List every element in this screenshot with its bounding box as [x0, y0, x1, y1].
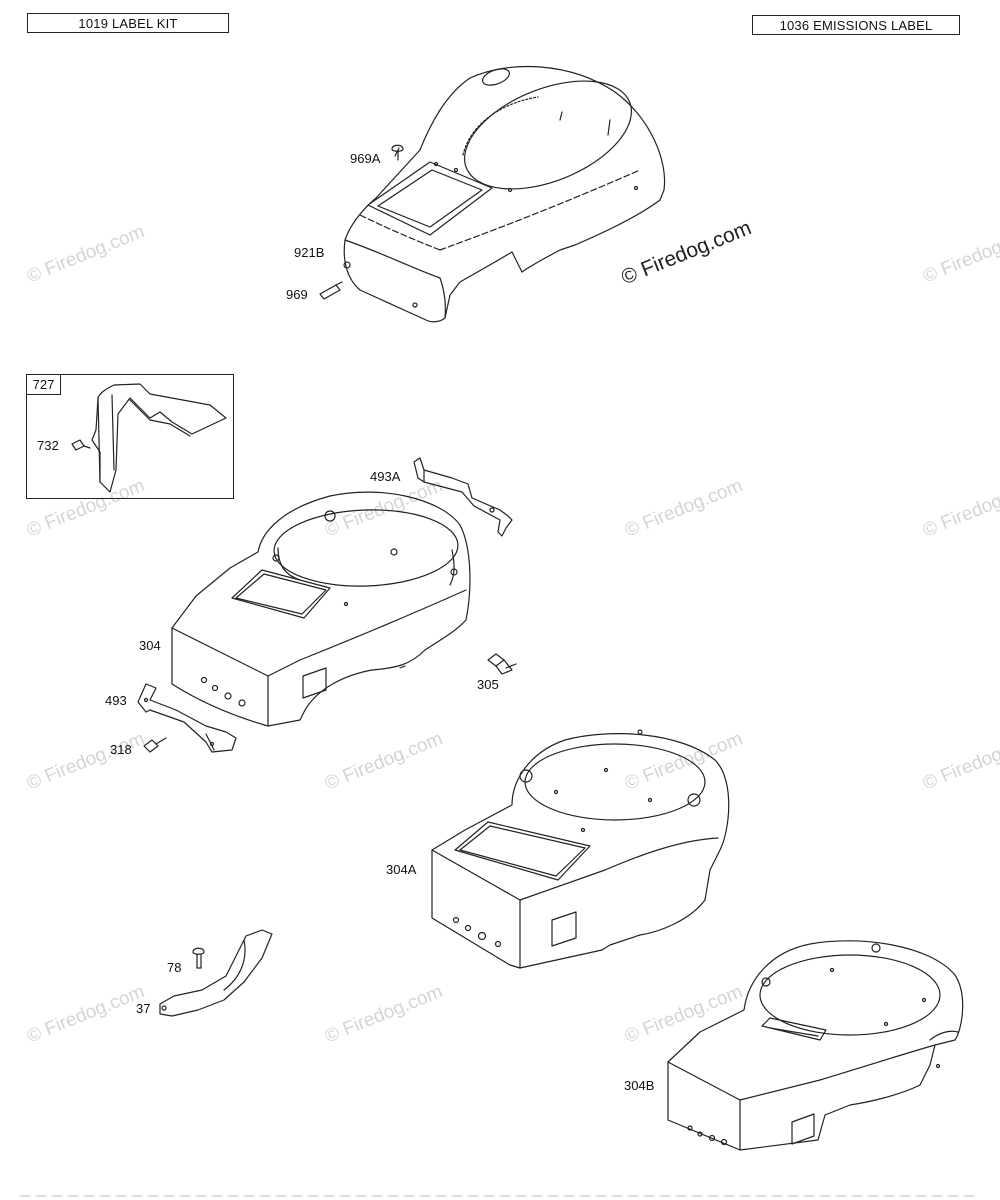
bolt-318 [144, 738, 166, 752]
blower-housing-304a [432, 730, 729, 968]
air-guide-37 [160, 930, 272, 1016]
inset-tag: 727 [27, 375, 61, 395]
callout-493a: 493A [370, 469, 401, 484]
emissions-label-box: 1036 EMISSIONS LABEL [752, 15, 960, 35]
callout-318: 318 [110, 742, 132, 757]
callout-921b: 921B [294, 245, 325, 260]
callout-969a: 969A [350, 151, 381, 166]
blower-housing-921b [320, 59, 665, 321]
bolt-305 [488, 654, 516, 674]
baffle-727 [72, 384, 226, 492]
blower-housing-304 [172, 492, 470, 726]
callout-304: 304 [139, 638, 161, 653]
inset-727: 727 [26, 374, 234, 499]
callout-969: 969 [286, 287, 308, 302]
callout-305: 305 [477, 677, 499, 692]
callout-304a: 304A [386, 862, 417, 877]
screw-78 [193, 948, 204, 968]
label-kit-box: 1019 LABEL KIT [27, 13, 229, 33]
callout-732: 732 [37, 438, 59, 453]
callout-37: 37 [136, 1001, 151, 1016]
callout-304b: 304B [624, 1078, 655, 1093]
callout-78: 78 [167, 960, 182, 975]
callout-493: 493 [105, 693, 127, 708]
bracket-493 [138, 684, 236, 752]
blower-housing-304b [668, 941, 963, 1150]
bracket-493a [414, 458, 512, 536]
